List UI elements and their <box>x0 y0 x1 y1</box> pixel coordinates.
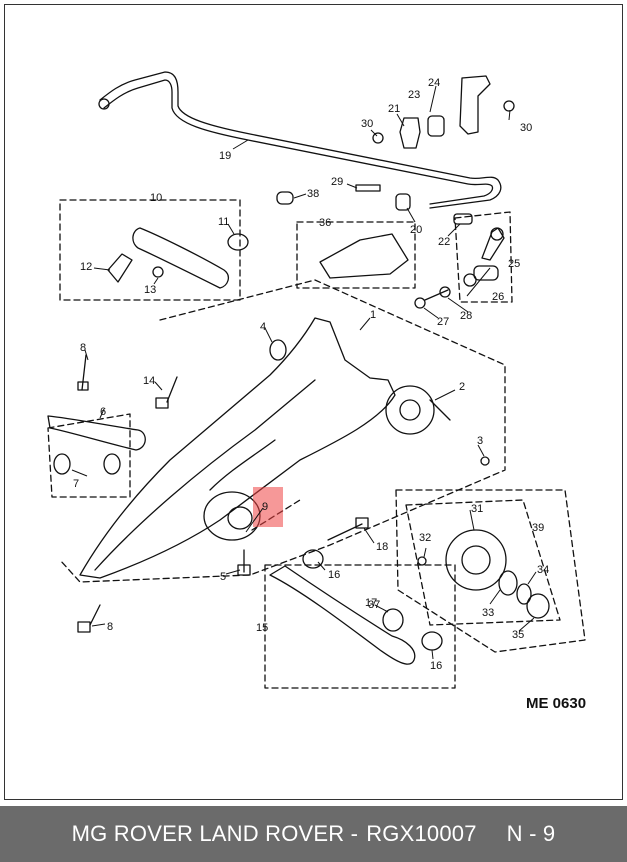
part-label: 20 <box>410 224 422 236</box>
diagram-code: ME 0630 <box>526 695 587 712</box>
part-label: 12 <box>80 261 92 273</box>
part-label: 6 <box>100 406 106 418</box>
part-label: 13 <box>144 284 156 296</box>
leader-lines <box>71 85 537 660</box>
footer-position: N - 9 <box>506 821 556 846</box>
part-label: 25 <box>508 258 520 270</box>
highlight-part-9 <box>253 487 283 527</box>
part-label: 39 <box>532 522 544 534</box>
part-label: 19 <box>219 150 231 162</box>
drop-link <box>453 213 505 287</box>
part-label: 21 <box>388 103 400 115</box>
part-label: 34 <box>537 564 549 576</box>
part-label: 22 <box>438 236 450 248</box>
part-label: 35 <box>512 629 524 641</box>
part-label: 8 <box>80 342 86 354</box>
part-label: 1 <box>370 309 376 321</box>
part-label: 33 <box>482 607 494 619</box>
part-label: 17 <box>365 597 377 609</box>
anti-roll-bar <box>98 71 502 209</box>
part-label: 24 <box>428 77 440 89</box>
footer-brand: MG ROVER LAND ROVER - <box>71 821 359 846</box>
part-label: 18 <box>376 541 388 553</box>
part-label: 2 <box>459 381 465 393</box>
part-labels: 1 2 3 4 5 6 7 8 8 9 10 11 12 13 14 15 16… <box>73 77 549 672</box>
part-label: 29 <box>331 176 343 188</box>
part-label: 37 <box>368 599 380 611</box>
part-label: 16 <box>430 660 442 672</box>
trailing-arm <box>79 317 451 579</box>
clamp-bracket-assembly <box>372 75 515 211</box>
part-label: 38 <box>307 188 319 200</box>
hub-assembly <box>445 529 550 619</box>
part-label: 26 <box>492 291 504 303</box>
part-label: 31 <box>471 503 483 515</box>
part-label: 3 <box>477 435 483 447</box>
part-label: 5 <box>220 571 226 583</box>
lower-link <box>269 549 443 665</box>
footer-bar: MG ROVER LAND ROVER - RGX10007 N - 9 <box>0 806 627 862</box>
group-outlines <box>47 199 586 689</box>
part-label: 9 <box>262 501 268 513</box>
part-label: 28 <box>460 310 472 322</box>
part-label: 23 <box>408 89 420 101</box>
upper-arm <box>107 191 409 289</box>
part-label: 27 <box>437 316 449 328</box>
part-label: 15 <box>256 622 268 634</box>
part-label: 11 <box>218 216 229 228</box>
lower-arm <box>47 415 146 475</box>
part-label: 14 <box>143 375 155 387</box>
part-label: 4 <box>260 321 266 333</box>
exploded-parts-diagram: 1 2 3 4 5 6 7 8 8 9 10 11 12 13 14 15 16… <box>47 71 586 689</box>
diagram-frame <box>4 4 623 800</box>
part-label: 36 <box>319 217 331 229</box>
part-label: 8 <box>107 621 113 633</box>
part-label: 30 <box>361 118 373 130</box>
bolts <box>77 184 490 633</box>
part-label: 32 <box>419 532 431 544</box>
part-label: 10 <box>150 192 162 204</box>
footer-part-number: RGX10007 <box>366 821 477 846</box>
part-label: 7 <box>73 478 79 490</box>
part-label: 16 <box>328 569 340 581</box>
part-label: 30 <box>520 122 532 134</box>
